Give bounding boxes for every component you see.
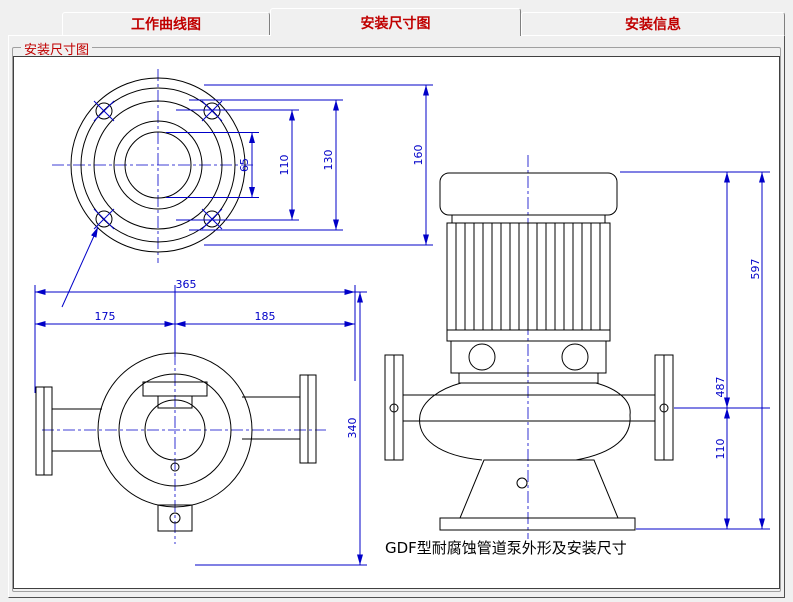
- flange-extension-lines: [166, 84, 433, 246]
- dim-label-597: 597: [749, 259, 762, 280]
- flange-centerlines: [52, 69, 256, 263]
- flange-circles: [70, 77, 246, 253]
- pump-casing: [384, 354, 674, 461]
- dim-label-340: 340: [346, 418, 359, 439]
- side-view: 597 487 110: [384, 155, 770, 539]
- bolt-hole-cross-marks: [93, 100, 223, 230]
- plan-body: [35, 352, 317, 532]
- dim-label-175: 175: [95, 310, 116, 323]
- dim-label-487: 487: [714, 377, 727, 398]
- tab-working-curve-label: 工作曲线图: [131, 17, 201, 33]
- dim-label-65: 65: [238, 158, 251, 172]
- tab-installation-info[interactable]: 安装信息: [521, 12, 785, 35]
- dim-label-110b: 110: [714, 439, 727, 460]
- tab-installation-info-label: 安装信息: [625, 17, 681, 33]
- dim-label-185: 185: [255, 310, 276, 323]
- plan-extension-lines: [34, 285, 367, 566]
- dim-label-160: 160: [412, 145, 425, 166]
- pump-base: [439, 459, 636, 531]
- groupbox-installation-dims: 安装尺寸图: [12, 39, 781, 592]
- tab-working-curve[interactable]: 工作曲线图: [62, 12, 270, 35]
- dim-label-365: 365: [176, 278, 197, 291]
- motor: [439, 172, 618, 384]
- tab-installation-dimensions-label: 安装尺寸图: [360, 15, 431, 32]
- groupbox-title: 安装尺寸图: [21, 39, 93, 58]
- side-extension-lines: [620, 171, 770, 530]
- bolt-hole-leader-arrow: [61, 226, 99, 308]
- drawing-caption: GDF型耐腐蚀管道泵外形及安装尺寸: [385, 539, 627, 557]
- plan-view: 365 175 185 340: [34, 278, 367, 566]
- pump-dimension-drawing: 65 110 130 160: [34, 69, 770, 566]
- tab-installation-dimensions[interactable]: 安装尺寸图: [270, 8, 521, 36]
- drawing-canvas: 65 110 130 160: [13, 56, 780, 589]
- plan-centerlines: [42, 353, 326, 544]
- dim-label-110: 110: [278, 155, 291, 176]
- flange-view: 65 110 130 160: [52, 69, 433, 308]
- dim-label-130: 130: [322, 150, 335, 171]
